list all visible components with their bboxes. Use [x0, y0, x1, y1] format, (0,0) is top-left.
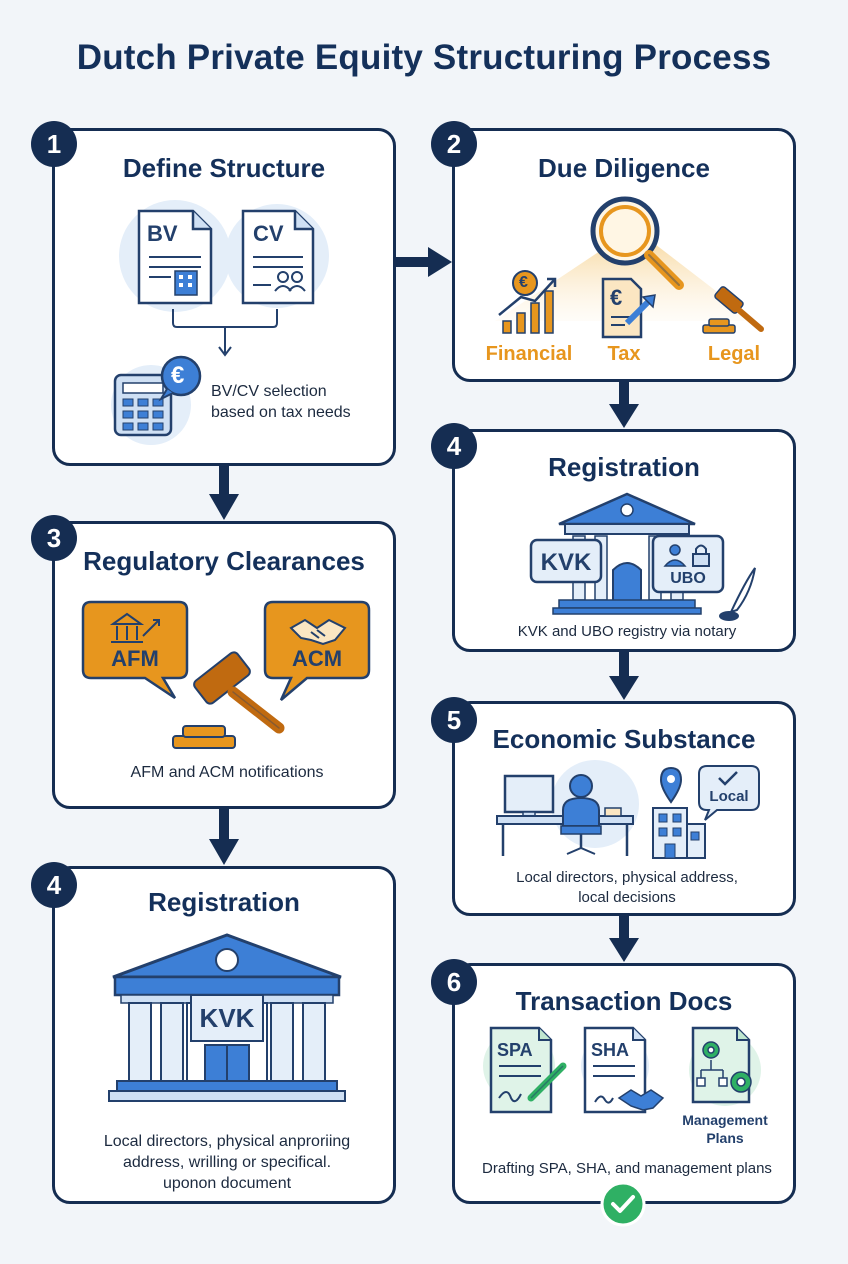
step-number-badge: 3: [31, 515, 77, 561]
bank-icon: [108, 933, 346, 1102]
bank-icon: [529, 492, 756, 621]
handshake-icon: [617, 1089, 665, 1111]
step-title: Registration: [148, 887, 300, 917]
arrow-1-to-3: [209, 466, 239, 520]
step-economic-substance-card: Economic Substance: [452, 701, 796, 916]
local-bubble-label: Local: [709, 788, 749, 805]
kvk-sign-label: KVK: [199, 1003, 255, 1033]
kvk-sign-label: KVK: [540, 549, 592, 576]
page-title: Dutch Private Equity Structuring Process: [76, 38, 772, 77]
management-plans-label: Management Plans: [682, 1112, 768, 1146]
step-caption: Drafting SPA, SHA, and management plans: [482, 1160, 772, 1177]
document-bv-icon: [111, 200, 329, 445]
step-registration-left-card: Registration KVK Local directors, physic…: [52, 866, 396, 1204]
ubo-sign-label: UBO: [670, 570, 706, 587]
step-title: Economic Substance: [492, 724, 756, 754]
legal-label: Legal: [707, 343, 761, 365]
step-define-structure-card: Define Structure: [52, 128, 396, 466]
step-regulatory-card: Regulatory Clearances AFM ACM AFM and AC…: [52, 521, 396, 809]
gears-icon: [702, 1041, 752, 1093]
arrow-1-to-2: [396, 247, 452, 277]
gavel-icon: [702, 286, 764, 334]
arrow-5-to-6: [609, 916, 639, 962]
step-caption: KVK and UBO registry via notary: [517, 623, 737, 640]
doc-cv-label: CV: [253, 221, 284, 246]
lock-icon: [692, 544, 710, 567]
step-number-badge: 6: [431, 959, 477, 1005]
step-caption: BV/CV selection based on tax needs: [211, 383, 351, 421]
person-icon: [663, 544, 687, 567]
documents-icon: [483, 1026, 761, 1114]
desk-icon: [496, 760, 760, 859]
financial-label: Financial: [485, 343, 573, 365]
step-title: Regulatory Clearances: [83, 546, 365, 576]
gavel-icon: [172, 651, 285, 749]
step-number-badge: 1: [31, 121, 77, 167]
tax-document-icon: [601, 277, 656, 339]
chart-icon: [498, 270, 557, 334]
office-building-icon: [652, 807, 706, 859]
step-transaction-docs-card: Transaction Docs: [452, 963, 796, 1204]
magnifier-icon: [495, 196, 764, 339]
acm-label: ACM: [291, 646, 343, 671]
step-number-badge: 2: [431, 121, 477, 167]
step-title: Due Diligence: [538, 153, 710, 183]
speech-bubbles-icon: [81, 600, 371, 749]
step-number-badge: 4: [31, 862, 77, 908]
pen-icon: [527, 1062, 567, 1102]
checkmark-icon: [600, 1181, 646, 1227]
step-title: Define Structure: [122, 153, 326, 183]
step-title: Registration: [548, 452, 700, 482]
arrow-3-to-4: [209, 809, 239, 865]
checkmark-icon: [718, 771, 738, 786]
step-caption: Local directors, physical address, local…: [516, 869, 738, 906]
tax-label: Tax: [607, 343, 641, 365]
arrow-2-to-4: [609, 382, 639, 428]
euro-icon: €: [519, 274, 528, 291]
doc-bv-label: BV: [147, 221, 178, 246]
step-title: Transaction Docs: [515, 986, 733, 1016]
quill-icon: [719, 567, 756, 621]
sha-doc-label: SHA: [591, 1040, 630, 1060]
location-pin-icon: [659, 766, 683, 804]
step-number-badge: 4: [431, 423, 477, 469]
bank-icon: [109, 612, 160, 643]
afm-label: AFM: [111, 646, 159, 671]
spa-doc-label: SPA: [497, 1040, 533, 1060]
euro-icon: €: [610, 285, 623, 310]
person-icon: [560, 774, 602, 855]
step-caption: AFM and ACM notifications: [130, 764, 324, 781]
step-due-diligence-card: Due Diligence: [452, 128, 796, 382]
step-number-badge: 5: [431, 697, 477, 743]
handshake-icon: [289, 618, 347, 646]
arrow-4-to-5: [609, 652, 639, 700]
step-registration-right-card: Registration KVK UBO KVK and UBO regi: [452, 429, 796, 652]
step-caption: Local directors, physical anproriing add…: [103, 1133, 351, 1192]
euro-icon: €: [171, 362, 185, 389]
